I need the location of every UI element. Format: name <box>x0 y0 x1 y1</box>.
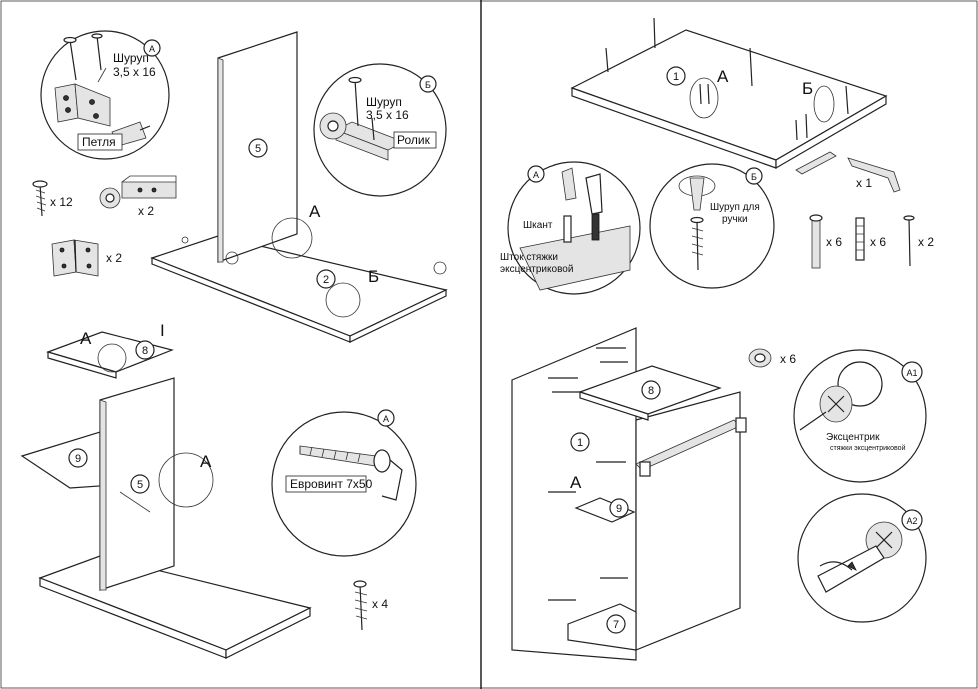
svg-text:x 2: x 2 <box>918 235 934 249</box>
svg-text:x 4: x 4 <box>372 597 388 611</box>
svg-text:Шуруп для: Шуруп для <box>710 202 760 213</box>
svg-text:Эксцентрик: Эксцентрик <box>826 432 880 443</box>
svg-text:A: A <box>80 329 92 348</box>
svg-text:Шуруп: Шуруп <box>366 95 402 109</box>
svg-text:Б: Б <box>802 79 813 98</box>
svg-text:Петля: Петля <box>82 135 116 149</box>
svg-text:x 2: x 2 <box>106 251 122 265</box>
svg-text:5: 5 <box>255 143 261 155</box>
svg-text:9: 9 <box>75 453 81 465</box>
callout-a2-screwdriver: A2 <box>797 493 927 623</box>
right-parts-rods: x 6 <box>809 214 842 269</box>
panel-shelf-9 <box>20 431 101 489</box>
callout-a-eurobolt: A Евровинт 7х50 <box>271 409 417 557</box>
svg-text:x 12: x 12 <box>50 195 73 209</box>
svg-text:x 6: x 6 <box>780 352 796 366</box>
svg-text:x 6: x 6 <box>826 235 842 249</box>
panel-side-1 <box>511 327 637 661</box>
svg-text:A: A <box>309 202 321 221</box>
svg-text:A1: A1 <box>906 368 917 378</box>
svg-text:A: A <box>570 473 582 492</box>
callout-a-dowel: A Шкант Шток стяжки эксцентриковой <box>500 161 641 295</box>
svg-text:Евровинт 7х50: Евровинт 7х50 <box>290 477 373 491</box>
svg-text:8: 8 <box>142 345 148 357</box>
svg-text:1: 1 <box>577 437 583 449</box>
svg-text:3,5 x 16: 3,5 x 16 <box>366 108 409 122</box>
svg-text:эксцентриковой: эксцентриковой <box>500 264 573 275</box>
svg-text:Б: Б <box>368 267 379 286</box>
svg-text:x 1: x 1 <box>856 176 872 190</box>
right-parts-screws: x 2 <box>903 215 934 267</box>
svg-text:x 6: x 6 <box>870 235 886 249</box>
svg-text:ручки: ручки <box>722 214 748 225</box>
svg-text:9: 9 <box>616 503 622 515</box>
svg-text:A: A <box>383 414 389 424</box>
step2-panels: 8 A I 9 5 A <box>20 321 312 659</box>
parts-hinges: x 2 <box>51 239 122 277</box>
parts-eurobolts: x 4 <box>353 580 388 631</box>
parts-screws: x 12 <box>32 180 73 217</box>
svg-text:Б: Б <box>751 172 757 182</box>
right-handle: x 1 <box>847 157 901 193</box>
svg-text:Б: Б <box>425 80 431 90</box>
right-step2-cabinet: 8 1 9 A 7 <box>511 327 747 661</box>
step1-panels: 5 2 A Б <box>150 31 448 343</box>
panel-1-top <box>570 29 888 161</box>
svg-text:A: A <box>717 67 729 86</box>
svg-text:I: I <box>160 321 165 340</box>
svg-text:A: A <box>200 452 212 471</box>
parts-rollers: x 2 <box>99 175 177 218</box>
svg-text:3,5 x 16: 3,5 x 16 <box>113 65 156 79</box>
callout-b-roller: Б Шуруп 3,5 x 16 Ролик <box>313 63 447 197</box>
svg-text:Шток стяжки: Шток стяжки <box>500 252 558 263</box>
right-parts-cams: x 6 <box>748 348 796 368</box>
svg-text:A2: A2 <box>906 516 917 526</box>
svg-text:стяжки эксцентриковой: стяжки эксцентриковой <box>830 444 906 452</box>
svg-text:x 2: x 2 <box>138 204 154 218</box>
right-parts-dowels: x 6 <box>855 217 886 261</box>
svg-text:7: 7 <box>613 619 619 631</box>
svg-text:1: 1 <box>673 71 679 83</box>
svg-text:Ролик: Ролик <box>397 133 431 147</box>
right-step1: 1 A Б <box>570 17 888 175</box>
svg-text:A: A <box>533 170 539 180</box>
svg-text:A: A <box>149 44 155 54</box>
callout-a-hinge: A Шуруп 3,5 x 16 Петля <box>40 30 170 160</box>
svg-text:Шкант: Шкант <box>523 220 553 231</box>
svg-text:5: 5 <box>137 479 143 491</box>
callout-a1-cam: A1 Эксцентрик стяжки эксцентриковой <box>793 349 927 483</box>
callout-b-handle-screw: Б Шуруп для ручки <box>649 163 775 289</box>
svg-text:8: 8 <box>648 385 654 397</box>
svg-text:Шуруп: Шуруп <box>113 51 149 65</box>
svg-text:2: 2 <box>323 274 329 286</box>
